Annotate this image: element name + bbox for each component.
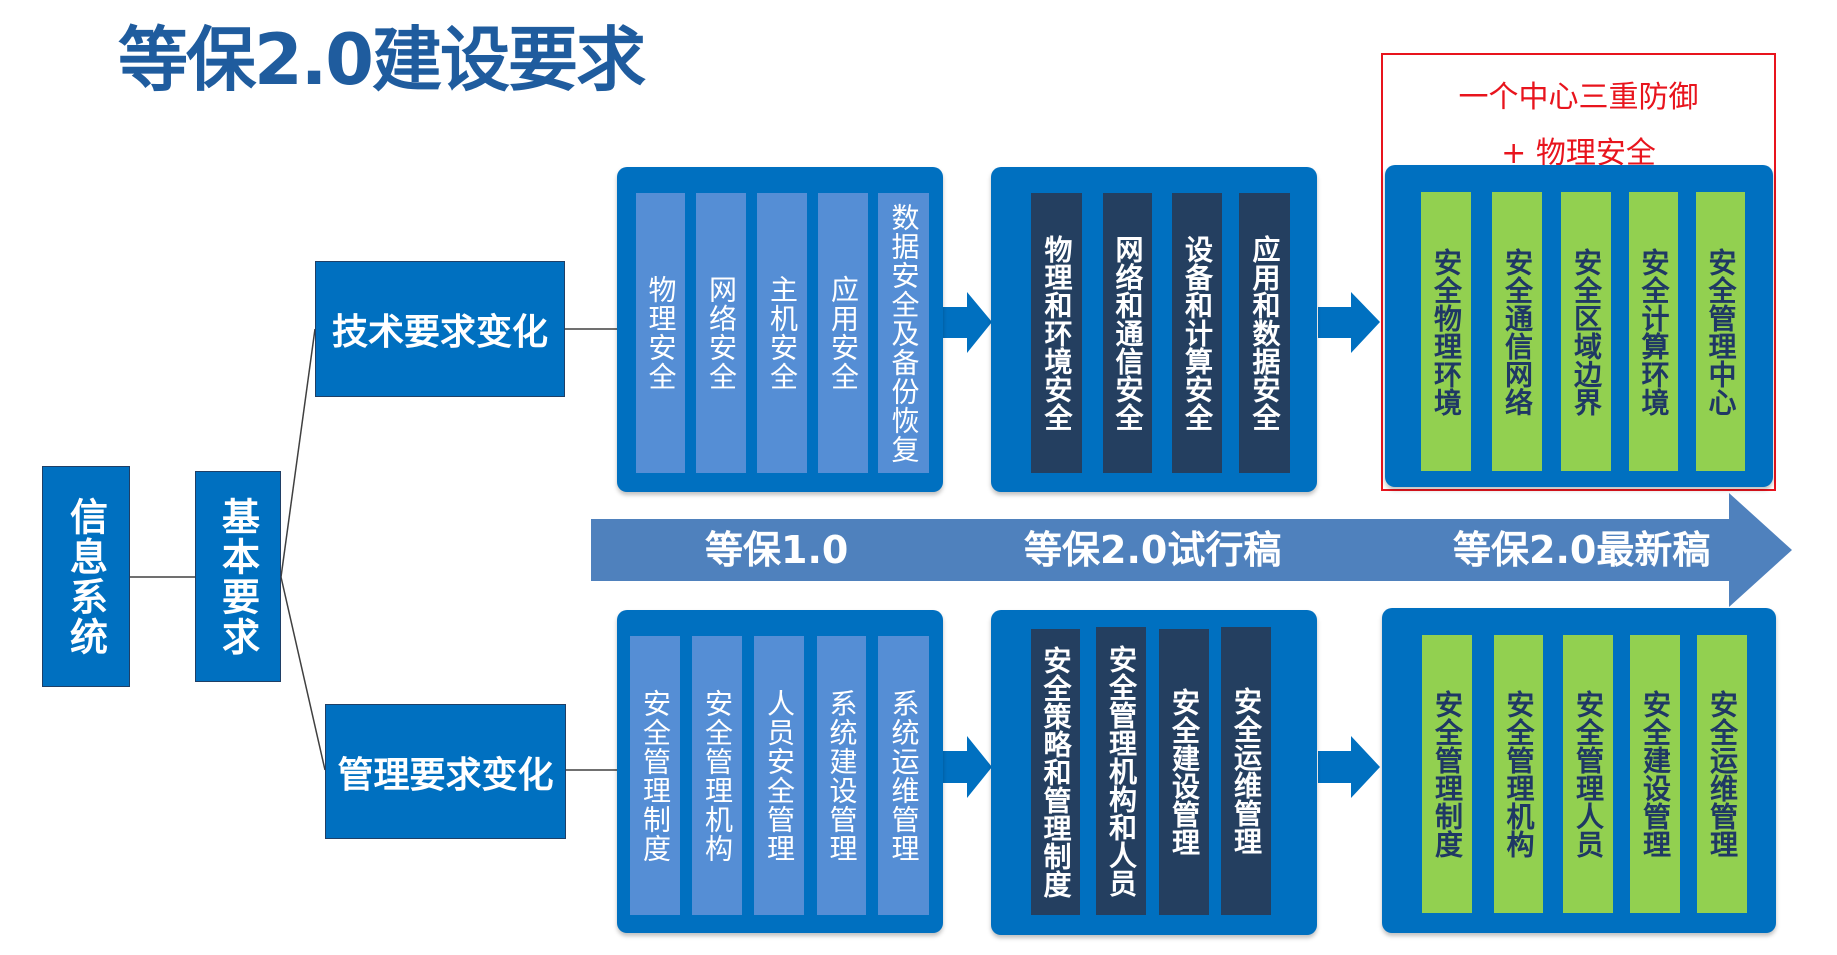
node-technical-changes: 技术要求变化 bbox=[315, 261, 565, 397]
column-management-v2-draft: 安全运维管理 bbox=[1221, 627, 1271, 915]
node-information-system: 信息系统 bbox=[42, 466, 130, 687]
column-management-v2-final: 安全管理机构 bbox=[1494, 635, 1543, 913]
column-management-v2-final: 安全运维管理 bbox=[1697, 635, 1747, 913]
column-management-v2-final: 安全管理制度 bbox=[1422, 635, 1472, 913]
column-management-v2-draft: 安全管理机构和人员 bbox=[1096, 627, 1146, 915]
column-management-v2-final: 安全管理人员 bbox=[1563, 635, 1613, 913]
column-technical-v1: 主机安全 bbox=[757, 193, 807, 473]
column-technical-v2-final: 安全计算环境 bbox=[1629, 192, 1678, 471]
column-technical-v2-draft: 设备和计算安全 bbox=[1172, 193, 1222, 473]
column-management-v2-draft: 安全策略和管理制度 bbox=[1031, 629, 1080, 915]
highlight-box bbox=[1381, 53, 1776, 491]
column-management-v2-draft: 安全建设管理 bbox=[1159, 629, 1209, 915]
node-management-changes: 管理要求变化 bbox=[325, 704, 566, 839]
column-technical-v2-draft: 网络和通信安全 bbox=[1103, 193, 1152, 473]
arrow-right-icon bbox=[1318, 292, 1380, 353]
column-technical-v2-final: 安全区域边界 bbox=[1561, 192, 1611, 471]
column-technical-v1: 物理安全 bbox=[636, 193, 685, 473]
arrow-right-icon bbox=[943, 292, 992, 353]
column-management-v1: 安全管理机构 bbox=[692, 636, 742, 915]
column-technical-v1: 数据安全及备份恢复 bbox=[878, 193, 929, 473]
arrow-right-icon bbox=[943, 736, 992, 798]
column-technical-v1: 应用安全 bbox=[818, 193, 868, 473]
column-technical-v2-draft: 物理和环境安全 bbox=[1031, 193, 1082, 473]
column-management-v1: 安全管理制度 bbox=[630, 636, 680, 915]
timeline-arrow-icon bbox=[591, 493, 1792, 607]
column-technical-v2-final: 安全管理中心 bbox=[1696, 192, 1745, 471]
column-management-v2-final: 安全建设管理 bbox=[1630, 635, 1680, 913]
timeline-label-v2-final: 等保2.0最新稿 bbox=[1453, 528, 1711, 572]
column-technical-v2-draft: 应用和数据安全 bbox=[1239, 193, 1290, 473]
column-management-v1: 系统运维管理 bbox=[878, 636, 929, 915]
page-title: 等保2.0建设要求 bbox=[118, 19, 646, 101]
connector-level1-technical bbox=[280, 328, 316, 578]
arrow-right-icon bbox=[1318, 736, 1380, 798]
highlight-line-1: 一个中心三重防御 bbox=[1458, 80, 1699, 115]
node-basic-requirements: 基本要求 bbox=[195, 471, 281, 682]
timeline-label-v1: 等保1.0 bbox=[705, 528, 849, 572]
column-technical-v2-final: 安全通信网络 bbox=[1492, 192, 1542, 471]
column-management-v1: 系统建设管理 bbox=[817, 636, 866, 915]
column-management-v1: 人员安全管理 bbox=[754, 636, 804, 915]
connector-level1-management bbox=[280, 576, 326, 771]
timeline-label-v2-draft: 等保2.0试行稿 bbox=[1024, 528, 1282, 572]
column-technical-v1: 网络安全 bbox=[696, 193, 746, 473]
column-technical-v2-final: 安全物理环境 bbox=[1421, 192, 1471, 471]
